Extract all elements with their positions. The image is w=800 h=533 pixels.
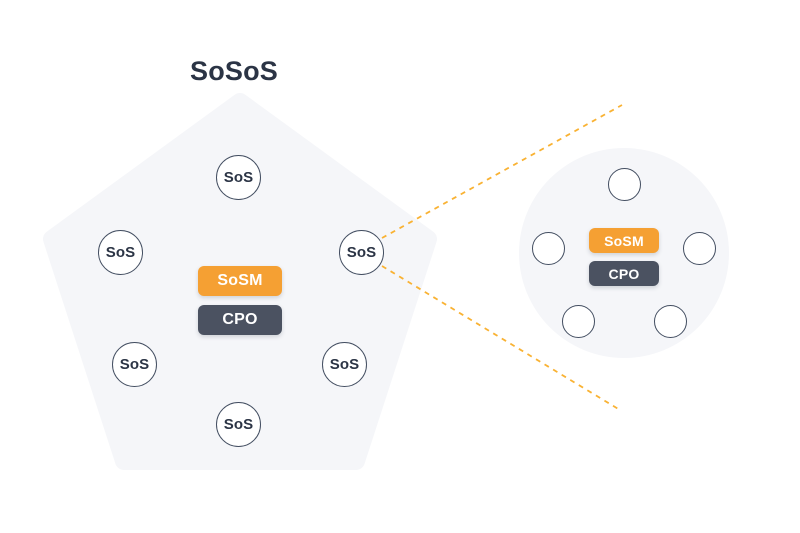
detail-badge-sosm[interactable]: SoSM: [589, 228, 659, 253]
detail-node-top[interactable]: [608, 168, 641, 201]
detail-node-bottom-left[interactable]: [562, 305, 595, 338]
detail-node-left[interactable]: [532, 232, 565, 265]
connector-lower-dashed: [381, 265, 621, 411]
pentagon-badge-sosm[interactable]: SoSM: [198, 266, 282, 296]
pentagon-node-top[interactable]: SoS: [216, 155, 261, 200]
pentagon-node-lower-right[interactable]: SoS: [322, 342, 367, 387]
pentagon-node-lower-left[interactable]: SoS: [112, 342, 157, 387]
detail-badge-cpo[interactable]: CPO: [589, 261, 659, 286]
detail-node-right[interactable]: [683, 232, 716, 265]
pentagon-node-bottom[interactable]: SoS: [216, 402, 261, 447]
page-title: SoSoS: [190, 56, 279, 86]
pentagon-badge-cpo[interactable]: CPO: [198, 305, 282, 335]
detail-node-bottom-right[interactable]: [654, 305, 687, 338]
pentagon-node-upper-right[interactable]: SoS: [339, 230, 384, 275]
pentagon-node-upper-left[interactable]: SoS: [98, 230, 143, 275]
